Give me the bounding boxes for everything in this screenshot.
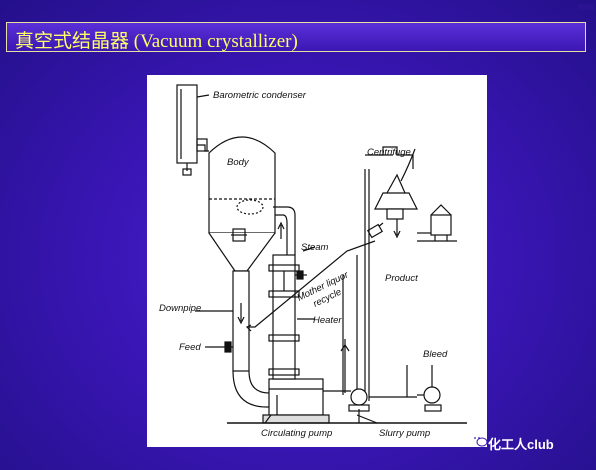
centrifuge-shape	[374, 192, 418, 210]
barometric-condenser-shape	[176, 84, 198, 164]
title-bar: 真空式结晶器 (Vacuum crystallizer)	[6, 22, 586, 52]
wechat-icon	[471, 434, 488, 447]
slurry-pump-shape	[350, 388, 368, 406]
watermark-text: 化工人club	[488, 437, 554, 452]
label-slurry-pump: Slurry pump	[379, 428, 430, 439]
label-product: Product	[385, 273, 418, 284]
bleed-pump-shape	[423, 386, 441, 404]
slide-title: 真空式结晶器 (Vacuum crystallizer)	[15, 31, 298, 52]
vacuum-crystallizer-diagram: Barometric condenser Body Centrifuge Ste…	[147, 75, 487, 447]
label-body: Body	[227, 157, 250, 168]
label-steam: Steam	[301, 242, 329, 253]
body-vessel-shape	[208, 136, 276, 234]
label-barometric-condenser: Barometric condenser	[213, 90, 307, 101]
label-centrifuge: Centrifuge	[367, 147, 411, 158]
diagram-drawing: Barometric condenser Body Centrifuge Ste…	[159, 84, 467, 439]
label-circulating-pump: Circulating pump	[261, 428, 332, 439]
heater-shape	[272, 254, 296, 380]
label-bleed: Bleed	[423, 349, 448, 360]
corner-mark	[578, 4, 594, 10]
label-heater: Heater	[313, 315, 342, 326]
label-feed: Feed	[179, 342, 201, 353]
label-downpipe: Downpipe	[159, 303, 201, 314]
